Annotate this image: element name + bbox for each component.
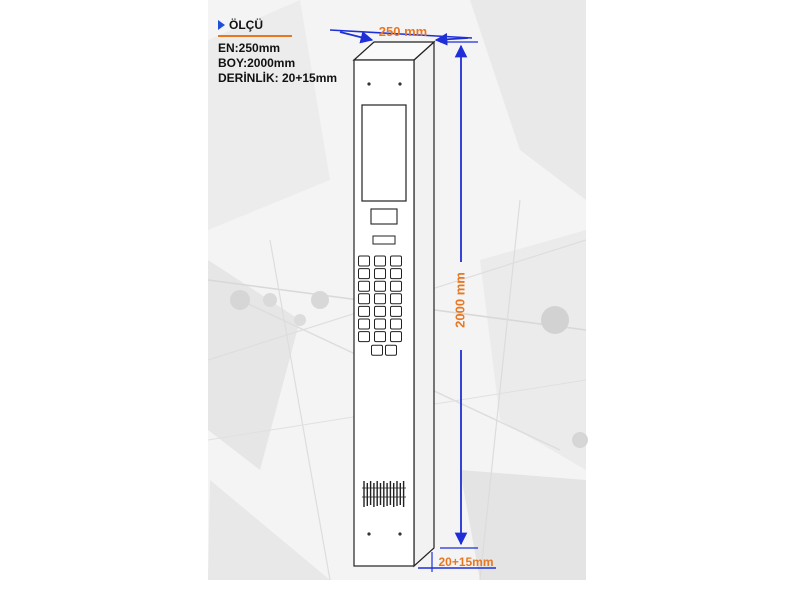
keypad-button [358,305,370,317]
depth-label: 20+15mm [438,555,493,569]
keypad-button [374,255,386,267]
keypad-button [390,293,402,305]
spec-header: ÖLÇÜ [218,18,378,32]
keypad-button [374,293,386,305]
keypad-button [358,255,370,267]
triangle-bullet-icon [218,20,225,30]
panel-side [413,40,435,568]
width-dimension: 250 mm [329,24,473,46]
card-slot [372,235,396,245]
spec-title: ÖLÇÜ [229,18,263,32]
spec-underline [218,35,292,37]
speaker-grille [362,481,406,507]
keypad-button [390,318,402,330]
keypad-extra-button [385,344,397,356]
keypad-button [390,331,402,343]
keypad-button [374,331,386,343]
elevator-panel [352,40,436,568]
keypad-button [358,280,370,292]
spec-height: BOY:2000mm [218,56,296,70]
keypad-button [390,255,402,267]
keypad-button [390,280,402,292]
screw-top-right [398,82,402,86]
height-label: 2000 mm [452,272,467,328]
keypad-extra-button [371,344,383,356]
display-screen [361,104,407,202]
keypad-button [390,268,402,280]
height-dimension: 2000 mm [440,41,478,549]
keypad-button [358,331,370,343]
width-label: 250 mm [379,24,427,39]
spec-depth: DERİNLİK: 20+15mm [218,71,338,85]
spec-width: EN:250mm [218,41,281,55]
keypad-button [390,305,402,317]
keypad-button [374,318,386,330]
depth-dimension: 20+15mm [418,552,496,572]
keypad-button [358,268,370,280]
keypad-button [374,305,386,317]
keypad-button [374,280,386,292]
keypad-button [358,318,370,330]
screw-top-left [367,82,371,86]
indicator-window [370,208,398,225]
keypad [358,255,402,356]
keypad-button [358,293,370,305]
spec-box: ÖLÇÜ EN:250mm BOY:2000mm DERİNLİK: 20+15… [218,18,378,86]
screw-bottom-right [398,532,402,536]
keypad-button [374,268,386,280]
screw-bottom-left [367,532,371,536]
